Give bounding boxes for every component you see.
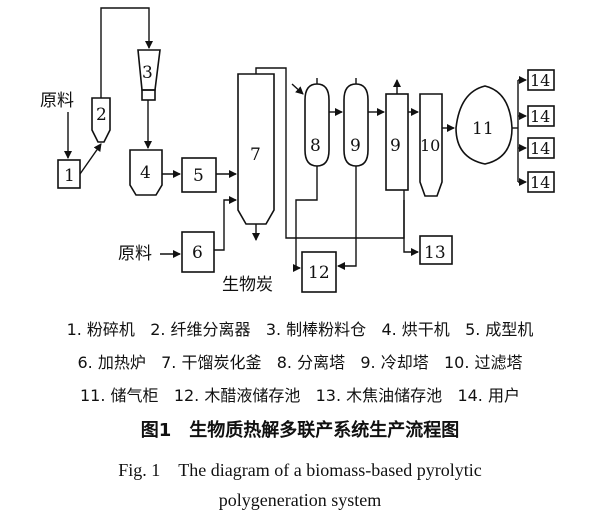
unit-label-13: 13 [424, 243, 446, 263]
flow-lines [64, 7, 527, 272]
unit-9-cooling-tower-a [343, 83, 369, 167]
unit-5-forming-machine [181, 157, 217, 193]
unit-6-heating-furnace [181, 231, 215, 273]
unit-14-user-a [527, 69, 555, 91]
legend-item: 11. 储气柜 [80, 386, 159, 405]
legend-item: 14. 用户 [457, 386, 520, 405]
label-biochar: 生物炭 [222, 275, 273, 295]
legend-item: 12. 木醋液储存池 [173, 386, 301, 405]
legend-row-1: 1. 粉碎机 2. 纤维分离器 3. 制棒粉料仓 4. 烘干机 5. 成型机 [0, 316, 600, 340]
unit-label-4: 4 [140, 163, 151, 183]
unit-label-11: 11 [472, 119, 494, 139]
unit-14-user-b [527, 105, 555, 127]
legend-item: 3. 制棒粉料仓 [265, 320, 367, 339]
unit-14-user-d [527, 171, 555, 193]
figure-caption-cn: 图1 生物质热解多联产系统生产流程图 [140, 420, 460, 441]
figure-caption-en-1: Fig. 1 The diagram of a biomass-based py… [118, 460, 482, 480]
unit-14-user-c [527, 137, 555, 159]
unit-10-filter-tower [419, 93, 443, 197]
unit-label-12: 12 [308, 263, 330, 283]
process-flow-diagram: 原料 原料 生物炭 1 2 3 4 5 6 7 8 9 9 10 11 12 1… [40, 7, 555, 295]
unit-label-5: 5 [193, 166, 204, 186]
legend-item: 13. 木焦油储存池 [315, 386, 443, 405]
unit-label-8: 8 [310, 136, 321, 156]
unit-label-14a: 14 [530, 71, 550, 90]
legend-item: 6. 加热炉 [77, 353, 146, 372]
figure-caption-en-2: polygeneration system [218, 490, 382, 510]
unit-label-9b: 9 [390, 136, 401, 156]
unit-13-tar-tank [419, 235, 453, 265]
unit-label-1: 1 [64, 166, 75, 186]
unit-label-6: 6 [192, 243, 203, 263]
legend-item: 9. 冷却塔 [360, 353, 429, 372]
legend-item: 2. 纤维分离器 [150, 320, 251, 339]
unit-label-2: 2 [96, 105, 107, 125]
unit-8-separation-tower [304, 83, 330, 167]
unit-label-7: 7 [250, 145, 261, 165]
legend-item: 7. 干馏炭化釜 [161, 353, 262, 372]
unit-label-14b: 14 [530, 107, 550, 126]
legend-item: 1. 粉碎机 [66, 320, 135, 339]
unit-label-14c: 14 [530, 139, 550, 158]
legend-item: 4. 烘干机 [381, 320, 450, 339]
legend-row-2: 6. 加热炉 7. 干馏炭化釜 8. 分离塔 9. 冷却塔 10. 过滤塔 [0, 349, 600, 373]
label-raw-material-2: 原料 [118, 244, 152, 264]
label-raw-material-1: 原料 [40, 91, 74, 111]
unit-label-10: 10 [420, 136, 440, 155]
unit-4-dryer [129, 149, 163, 196]
unit-label-3: 3 [142, 63, 153, 83]
legend-item: 10. 过滤塔 [443, 353, 523, 372]
legend-row-3: 11. 储气柜 12. 木醋液储存池 13. 木焦油储存池 14. 用户 [0, 382, 600, 406]
unit-12-vinegar-tank [301, 251, 337, 293]
unit-label-14d: 14 [530, 173, 550, 192]
legend-item: 5. 成型机 [465, 320, 534, 339]
unit-2-fiber-separator [91, 97, 111, 143]
unit-label-9a: 9 [350, 136, 361, 156]
legend-item: 8. 分离塔 [276, 353, 346, 372]
unit-7-carbonization-kettle [237, 73, 275, 225]
